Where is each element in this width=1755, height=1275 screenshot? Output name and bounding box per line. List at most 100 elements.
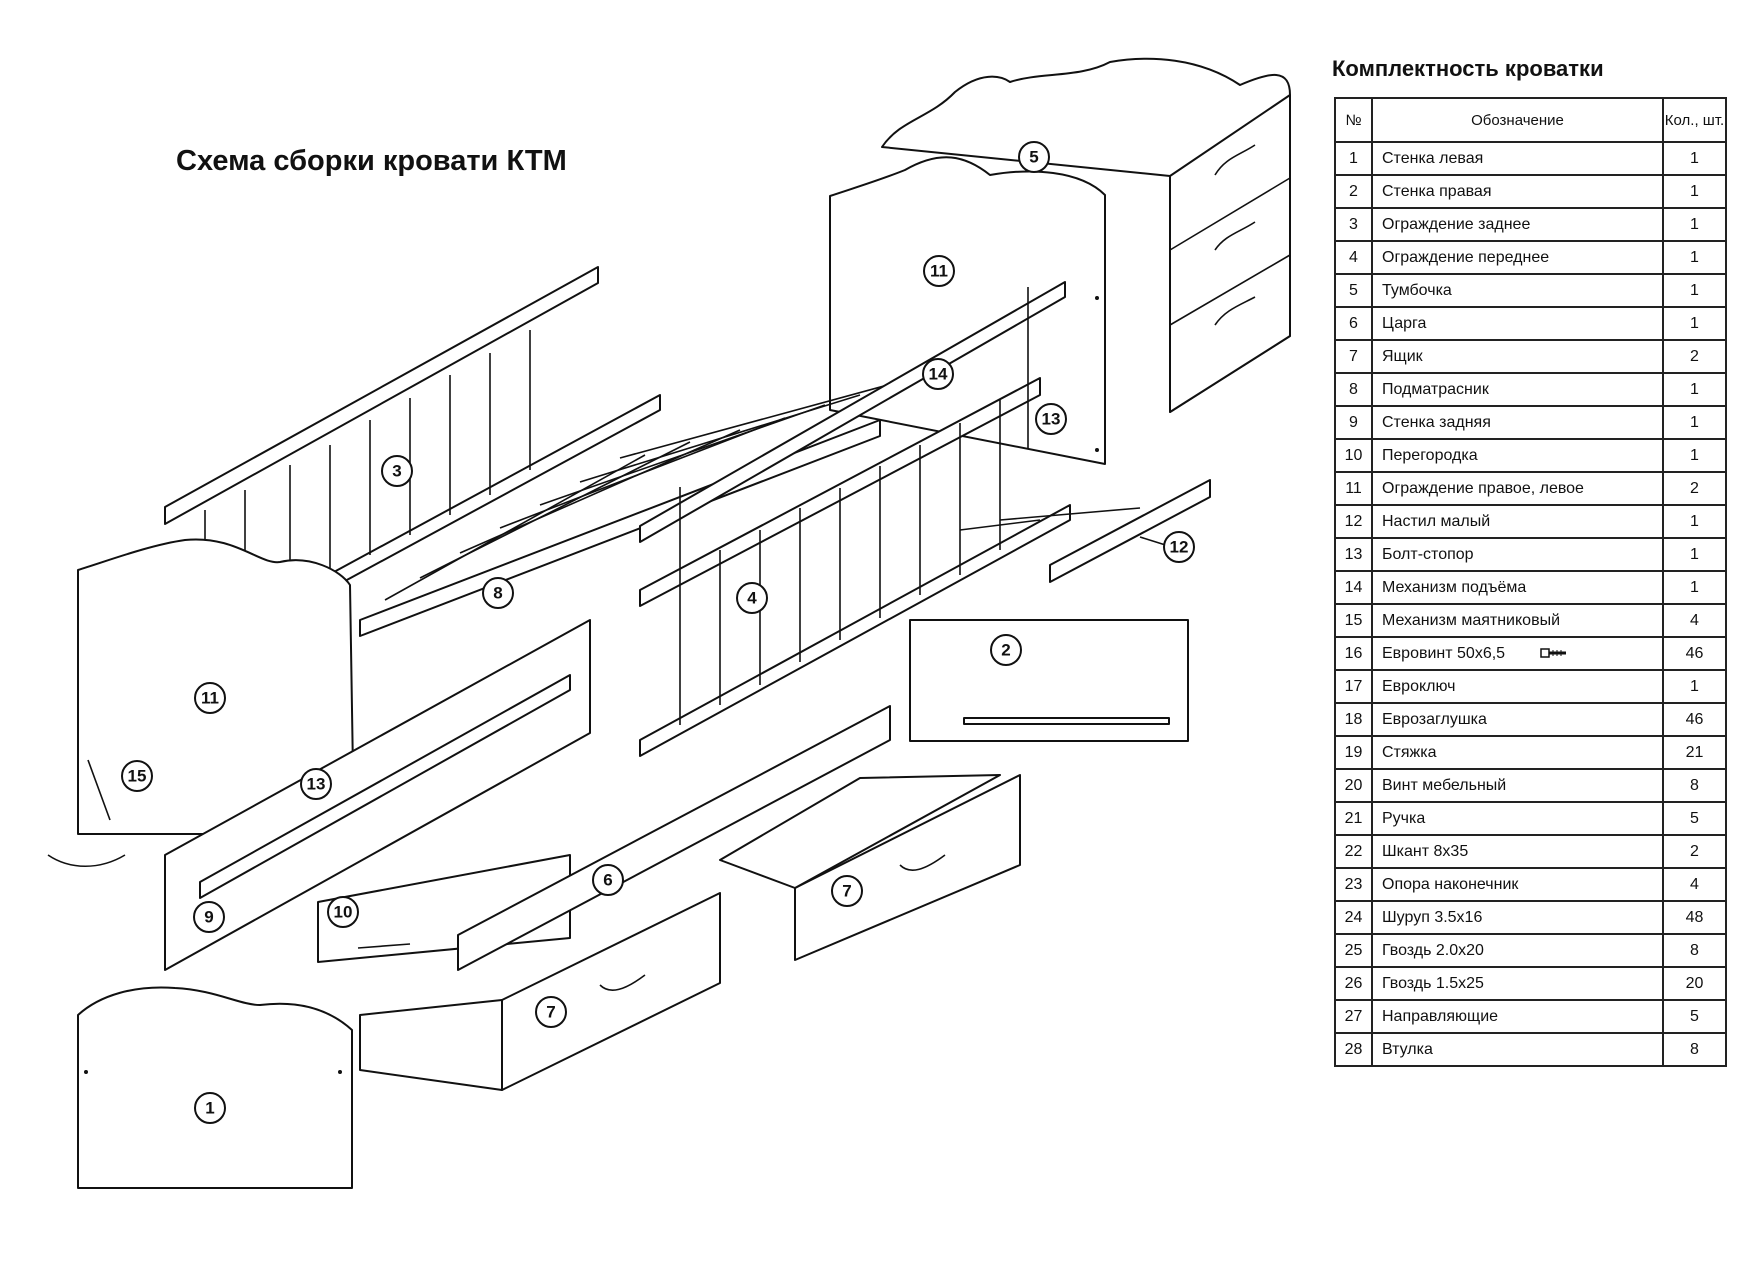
part-name: Царга [1382,314,1427,332]
row-number: 21 [1334,801,1373,836]
part-name: Шуруп 3.5х16 [1382,908,1483,926]
svg-text:11: 11 [930,262,948,281]
part-name-cell: Стяжка [1371,735,1664,770]
row-number: 17 [1334,669,1373,704]
part-name: Механизм маятниковый [1382,611,1561,629]
svg-text:4: 4 [747,589,757,608]
row-number: 3 [1334,207,1373,242]
row-number: 28 [1334,1032,1373,1067]
row-number: 5 [1334,273,1373,308]
part-quantity: 1 [1662,273,1727,308]
part-quantity: 1 [1662,141,1727,176]
table-row: 16 Евровинт 50х6,5 46 [1334,636,1727,671]
part-name: Перегородка [1382,446,1478,464]
part-name-cell: Механизм подъёма [1371,570,1664,605]
part-name-cell: Евроключ [1371,669,1664,704]
part-name: Болт-стопор [1382,545,1474,563]
part-name-cell: Подматрасник [1371,372,1664,407]
part-name: Стенка левая [1382,149,1484,167]
table-row: 1 Стенка левая 1 [1334,141,1727,176]
table-row: 24 Шуруп 3.5х16 48 [1334,900,1727,935]
part-name-cell: Евровинт 50х6,5 [1371,636,1664,671]
part-quantity: 46 [1662,636,1727,671]
part-name: Стенка задняя [1382,413,1491,431]
header-qty: Кол., шт. [1662,97,1727,143]
table-header-row: № Обозначение Кол., шт. [1334,97,1727,143]
nightstand [881,57,1291,413]
part-quantity: 5 [1662,801,1727,836]
drawer-right [719,774,1021,961]
part-name: Тумбочка [1382,281,1452,299]
part-name-cell: Втулка [1371,1032,1664,1067]
table-title: Комплектность кроватки [1332,56,1604,81]
part-name: Гвоздь 2.0х20 [1382,941,1484,959]
part-quantity: 8 [1662,933,1727,968]
screw-icon [1540,648,1567,659]
row-number: 7 [1334,339,1373,374]
part-name-cell: Царга [1371,306,1664,341]
header-name: Обозначение [1371,97,1664,143]
part-name: Еврозаглушка [1382,710,1487,728]
svg-text:9: 9 [204,908,213,927]
part-name: Механизм подъёма [1382,578,1527,596]
callout-1: 1 [194,1092,226,1124]
table-row: 5 Тумбочка 1 [1334,273,1727,308]
part-name: Шкант 8х35 [1382,842,1469,860]
part-name-cell: Стенка левая [1371,141,1664,176]
part-quantity: 1 [1662,669,1727,704]
callout-2: 2 [990,634,1022,666]
part-name-cell: Направляющие [1371,999,1664,1034]
row-number: 13 [1334,537,1373,572]
part-name: Втулка [1382,1040,1433,1058]
row-number: 11 [1334,471,1373,506]
row-number: 1 [1334,141,1373,176]
wall-left [77,986,353,1189]
part-name-cell: Перегородка [1371,438,1664,473]
part-name: Гвоздь 1.5х25 [1382,974,1484,992]
diagram-title: Схема сборки кровати КТМ [176,145,567,177]
part-name: Опора наконечник [1382,875,1519,893]
row-number: 14 [1334,570,1373,605]
svg-text:5: 5 [1029,148,1038,167]
svg-text:7: 7 [546,1003,555,1022]
row-number: 16 [1334,636,1373,671]
part-name-cell: Ручка [1371,801,1664,836]
callout-14: 14 [922,358,954,390]
callout-8: 8 [482,577,514,609]
wall-back [164,619,591,971]
row-number: 24 [1334,900,1373,935]
part-name: Ограждение переднее [1382,248,1550,266]
row-number: 9 [1334,405,1373,440]
part-name: Евровинт 50х6,5 [1382,644,1506,662]
part-quantity: 21 [1662,735,1727,770]
part-name: Ограждение заднее [1382,215,1531,233]
part-name: Евроключ [1382,677,1456,695]
row-number: 25 [1334,933,1373,968]
part-name-cell: Болт-стопор [1371,537,1664,572]
part-name: Ограждение правое, левое [1382,479,1584,497]
part-name-cell: Еврозаглушка [1371,702,1664,737]
callout-4: 4 [736,582,768,614]
callout-11b: 11 [194,682,226,714]
row-number: 22 [1334,834,1373,869]
part-quantity: 46 [1662,702,1727,737]
svg-text:11: 11 [201,689,219,708]
part-quantity: 48 [1662,900,1727,935]
part-name-cell: Ящик [1371,339,1664,374]
callout-13b: 13 [300,768,332,800]
part-name: Ручка [1382,809,1426,827]
part-name-cell: Гвоздь 1.5х25 [1371,966,1664,1001]
part-name-cell: Стенка правая [1371,174,1664,209]
header-no: № [1334,97,1373,143]
callout-11a: 11 [923,255,955,287]
